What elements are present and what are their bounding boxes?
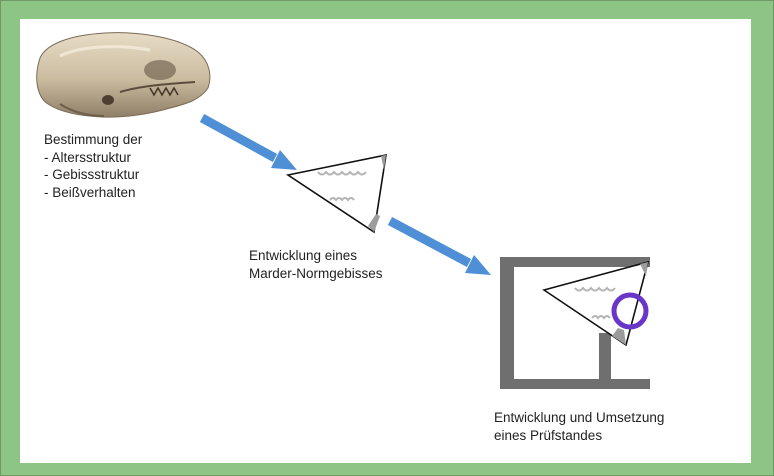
step3-text: Entwicklung und Umsetzung eines Prüfstan… bbox=[494, 409, 664, 444]
step3-line: eines Prüfstandes bbox=[494, 427, 603, 443]
step2-text: Entwicklung eines Marder-Normgebisses bbox=[249, 247, 383, 282]
bite-model-icon bbox=[285, 153, 387, 234]
skull-icon bbox=[36, 32, 211, 118]
test-rig-icon bbox=[500, 257, 650, 389]
arrow-2-icon bbox=[387, 217, 491, 275]
step1-item: - Gebissstruktur bbox=[44, 167, 140, 182]
step2-line: Marder-Normgebisses bbox=[249, 265, 383, 281]
step1-title: Bestimmung der bbox=[44, 132, 143, 147]
arrow-1-icon bbox=[199, 114, 297, 170]
step3-line: Entwicklung und Umsetzung bbox=[494, 410, 665, 425]
test-ring-icon bbox=[611, 292, 649, 330]
step1-text: Bestimmung der - Altersstruktur - Gebiss… bbox=[44, 131, 142, 201]
step1-item: - Beißverhalten bbox=[44, 184, 136, 200]
step1-item: - Altersstruktur bbox=[44, 149, 132, 165]
step2-line: Entwicklung eines bbox=[249, 248, 358, 263]
